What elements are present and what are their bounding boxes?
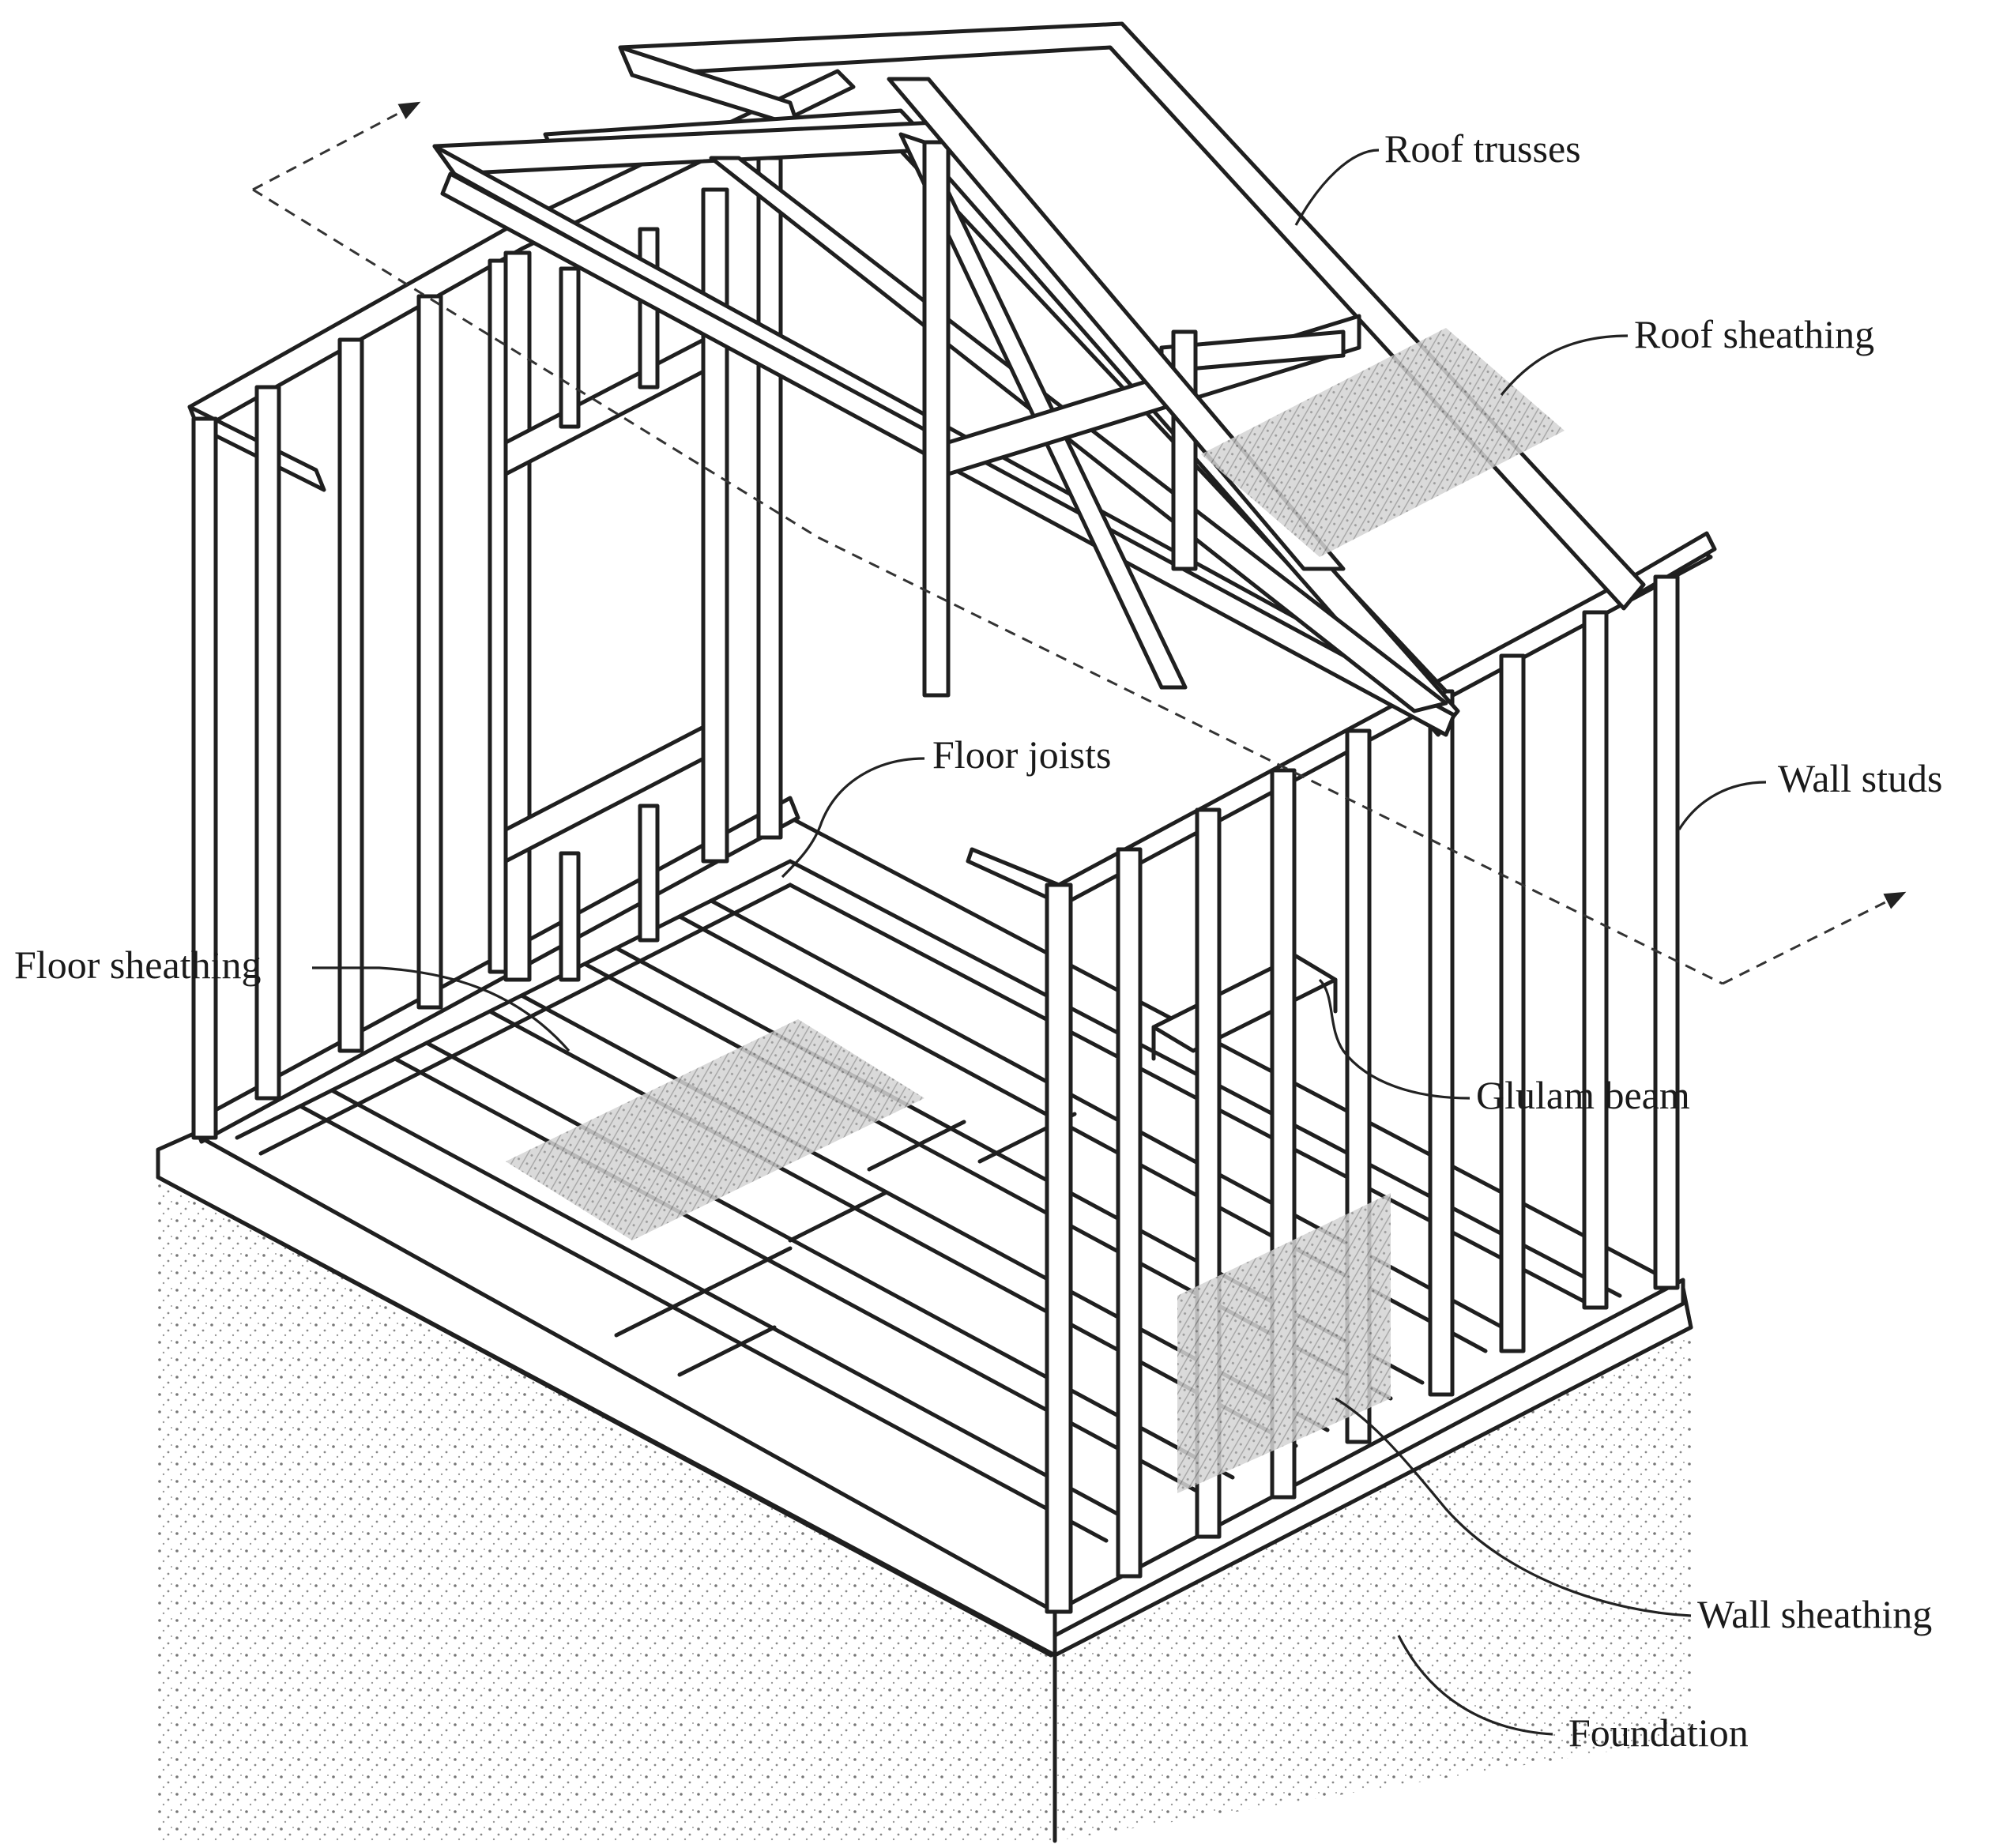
leader-lines <box>312 149 1767 1736</box>
label-wall-sheathing: Wall sheathing <box>1697 1592 1932 1636</box>
label-roof-sheathing: Roof sheathing <box>1634 312 1874 356</box>
wall-sheathing-panel <box>1177 1193 1391 1493</box>
glulam-beam <box>1151 954 1338 1061</box>
label-floor-sheathing: Floor sheathing <box>14 943 261 987</box>
label-foundation: Foundation <box>1568 1711 1749 1755</box>
label-glulam-beam: Glulam beam <box>1476 1073 1690 1117</box>
label-wall-studs: Wall studs <box>1778 756 1942 800</box>
floor-sheathing-panel <box>506 1019 924 1240</box>
roof-sheathing-panel <box>1201 328 1565 557</box>
label-roof-trusses: Roof trusses <box>1384 126 1581 171</box>
section-cut-line <box>252 101 1907 985</box>
label-floor-joists: Floor joists <box>932 732 1111 777</box>
roof-trusses <box>432 21 1646 737</box>
